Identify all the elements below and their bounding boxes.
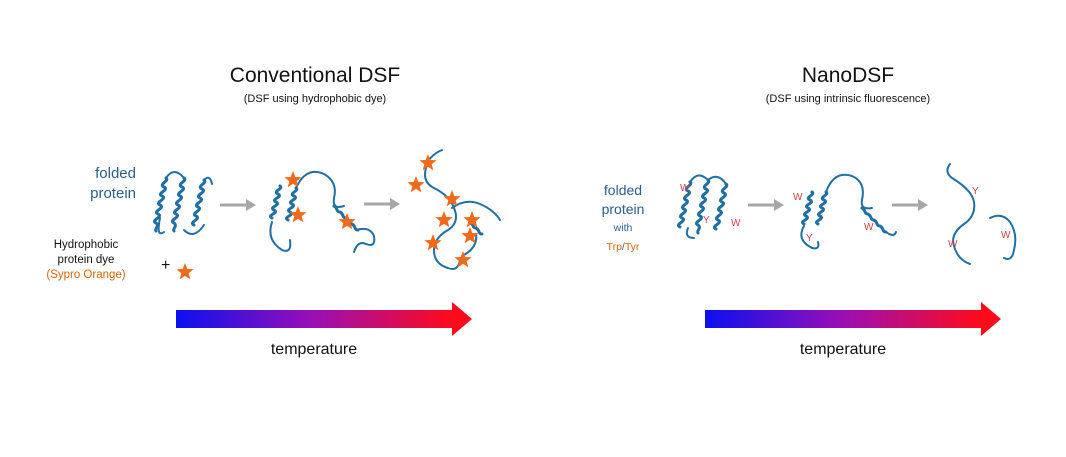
tyrosine-label: Y	[972, 186, 979, 197]
dye-label-name: (Sypro Orange)	[46, 269, 126, 281]
tryptophan-label: W	[864, 222, 874, 233]
trp-tyr-label: Trp/Tyr	[588, 238, 658, 257]
right-folded-label-with: with	[613, 222, 633, 234]
gray-arrow-icon	[364, 198, 400, 210]
tryptophan-label: W	[1001, 230, 1011, 241]
dye-label: Hydrophobic protein dye (Sypro Orange)	[28, 238, 144, 283]
tryptophan-label: W	[948, 239, 958, 250]
left-folded-label-line2: protein	[90, 185, 136, 202]
left-title: Conventional DSF	[229, 64, 401, 87]
tryptophan-label: W	[793, 192, 803, 203]
right-title: NanoDSF	[801, 64, 895, 87]
right-folded-label-line1: folded	[603, 182, 643, 198]
right-temperature-label: temperature	[799, 341, 887, 358]
temperature-gradient-arrow	[705, 302, 1001, 336]
star-icon	[284, 171, 302, 188]
tryptophan-label: W	[731, 218, 741, 229]
dye-label-line2: protein dye	[57, 254, 115, 266]
star-icon	[176, 263, 194, 280]
star-icon	[454, 251, 472, 268]
left-folded-label-line1: folded	[95, 165, 136, 182]
right-unfolded-protein	[946, 163, 1017, 265]
tyr-label: Tyr	[624, 241, 640, 253]
dye-label-line1: Hydrophobic	[53, 239, 119, 251]
right-subtitle: (DSF using intrinsic fluorescence)	[765, 93, 931, 105]
right-folded-protein	[677, 174, 729, 239]
star-icon	[407, 176, 425, 193]
trp-label: Trp	[606, 241, 622, 253]
star-icon	[435, 211, 453, 228]
left-subtitle: (DSF using hydrophobic dye)	[243, 93, 387, 105]
plus-sign: +	[161, 257, 171, 274]
left-partially-unfolded-protein	[269, 170, 376, 253]
gray-arrow-icon	[892, 199, 928, 211]
right-folded-label-line2: protein	[601, 201, 645, 217]
tyrosine-label: Y	[806, 233, 813, 244]
slash-label: /	[621, 241, 625, 253]
left-unfolded-protein	[424, 149, 501, 270]
tryptophan-label: W	[680, 183, 690, 194]
left-temperature-label: temperature	[270, 341, 358, 358]
temperature-gradient-arrow	[176, 302, 472, 336]
right-partially-unfolded-protein	[800, 173, 897, 250]
left-folded-label: folded protein	[60, 164, 136, 204]
gray-arrow-icon	[220, 199, 256, 211]
right-folded-label: folded protein with Trp/Tyr	[588, 181, 658, 257]
tyrosine-label: Y	[703, 215, 710, 226]
left-folded-protein	[153, 171, 213, 235]
star-icon	[419, 154, 437, 171]
gray-arrow-icon	[748, 199, 784, 211]
